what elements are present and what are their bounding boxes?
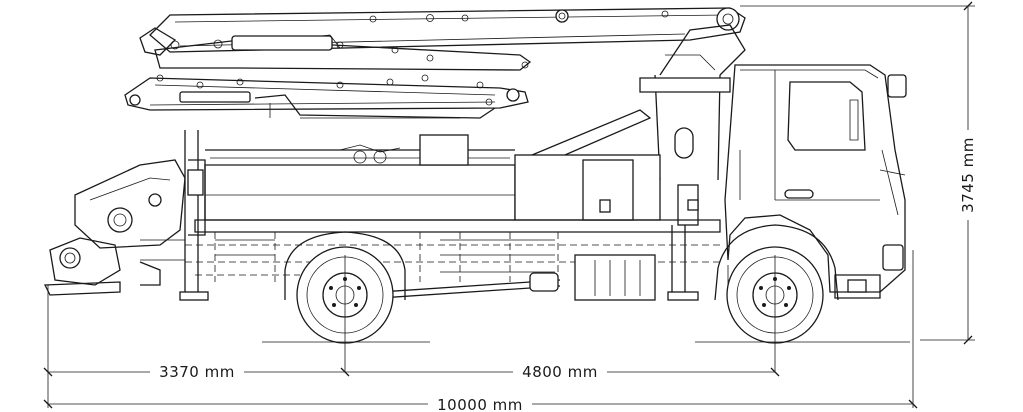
boom-assembly — [124, 7, 746, 181]
dimension-lines — [43, 1, 975, 409]
overall-height-dimension: 3745 mm — [959, 137, 977, 213]
front-overhang-dimension: 3370 mm — [159, 363, 235, 381]
truck-cab — [724, 64, 907, 299]
chassis-body — [185, 134, 721, 301]
overall-length-dimension: 10000 mm — [437, 396, 523, 412]
rear-pump-hopper — [43, 130, 209, 301]
wheelbase-dimension: 4800 mm — [522, 363, 598, 381]
cab-window — [787, 81, 866, 151]
